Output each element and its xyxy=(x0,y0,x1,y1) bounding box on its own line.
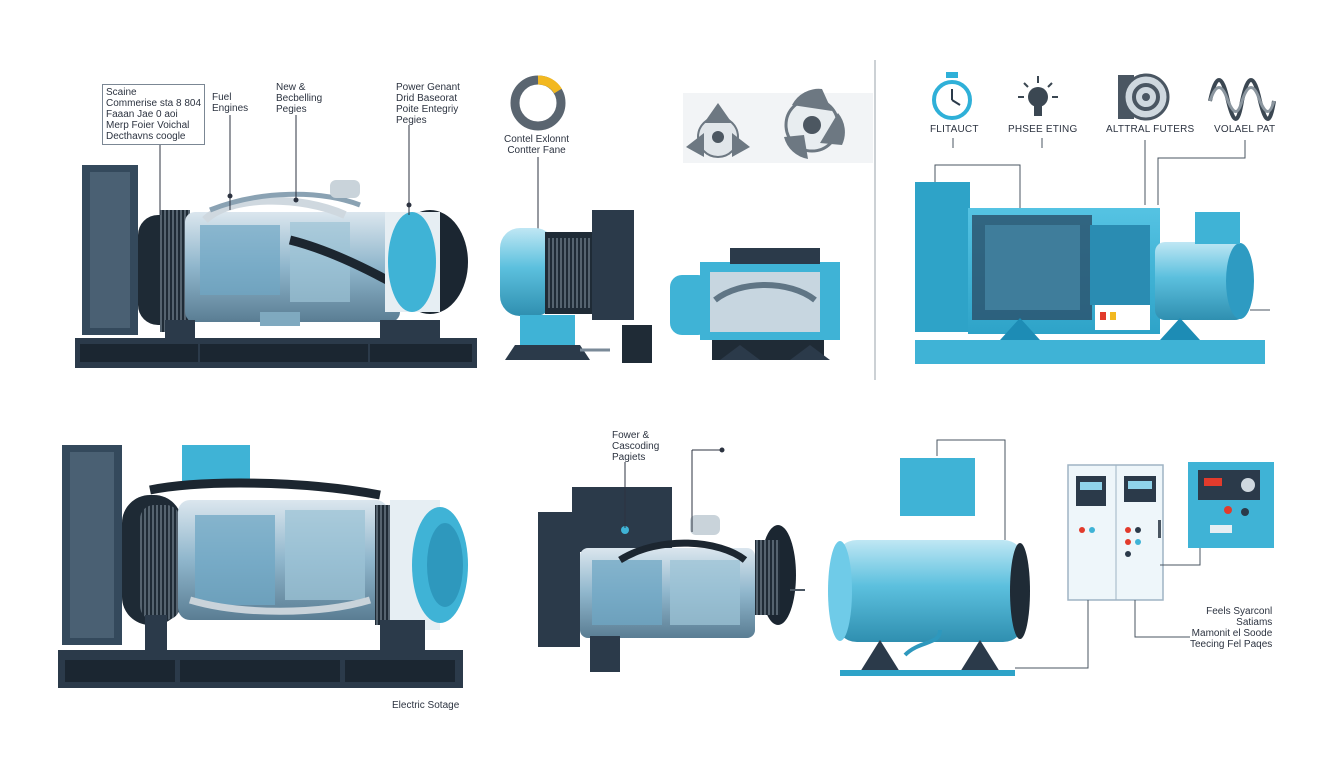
stopwatch-icon xyxy=(932,72,972,120)
gauge-ring xyxy=(510,75,566,230)
fan-pair xyxy=(683,88,873,163)
label-alternal: ALTTRAL FUTERS xyxy=(1106,124,1195,135)
label-phase: PHSEE ETING xyxy=(1008,124,1078,135)
control-panel-display xyxy=(1188,462,1274,548)
label-fuel-system: Feels Syarconl Satiams Mamonit el Soode … xyxy=(1190,606,1273,650)
generator-bottom-left xyxy=(58,445,468,688)
label-new-engines: New & Becbelling Pegies xyxy=(276,82,323,115)
generator-top-right xyxy=(915,182,1265,364)
label-power-cascading: Fower & Cascoding Pagiets xyxy=(612,430,660,463)
leader-lines-bottom-middle xyxy=(624,447,725,532)
generator-top-left xyxy=(75,165,477,368)
control-cabinet xyxy=(1067,464,1164,601)
compact-engine xyxy=(670,248,840,360)
label-control-panel: Contel Exlonnt Contter Fane xyxy=(504,134,570,156)
leader-lines-top-left xyxy=(159,115,412,215)
leader-lines-bottom-right xyxy=(1015,548,1201,669)
label-flitauct: FLITAUCT xyxy=(930,124,979,135)
label-fuel-engines: Fuel Engines xyxy=(212,92,249,114)
alternator-unit xyxy=(500,210,652,363)
leader-lines-top-right xyxy=(934,138,1270,311)
beacon-icon xyxy=(1018,76,1058,116)
alternator-cylinder xyxy=(828,439,1030,676)
label-engine-specs: Scaine Commerise sta 8 804 Faaan Jae 0 a… xyxy=(102,84,206,145)
coil-icon xyxy=(1118,73,1170,121)
label-electric-voltage: Electric Sotage xyxy=(392,700,460,711)
waveform-icon xyxy=(1208,78,1276,121)
generator-bottom-middle xyxy=(538,487,805,672)
label-power-generant: Power Genant Drid Baseorat Poite Entegri… xyxy=(396,82,460,126)
label-voltage: VOLAEL PAT xyxy=(1214,124,1276,135)
